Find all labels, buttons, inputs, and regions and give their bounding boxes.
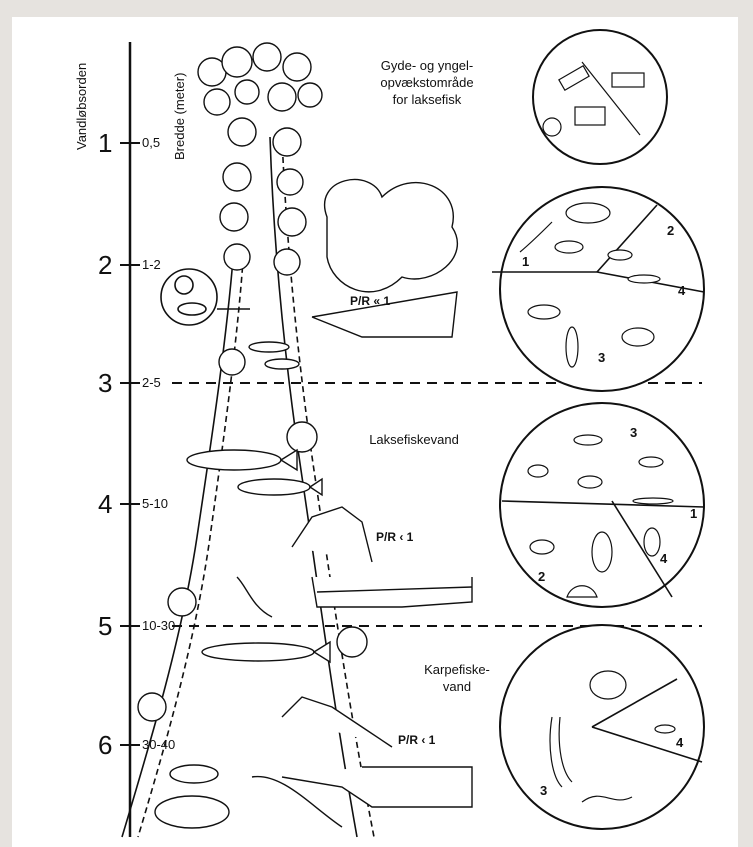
zone-salmon-title: Laksefiskevand: [354, 431, 474, 448]
circle-zone-2: [500, 403, 704, 607]
circle2-seg-4: 4: [660, 551, 667, 566]
stream-order-1: 1: [98, 130, 112, 156]
pr-label-2: P/R ‹ 1: [376, 530, 413, 544]
reeds-1: [292, 507, 372, 562]
invertebrate-circles: [500, 30, 704, 829]
width-4: 5-10: [142, 497, 168, 511]
width-5: 10-30: [142, 619, 175, 633]
stream-order-4: 4: [98, 491, 112, 517]
reeds-2: [282, 697, 392, 747]
forest-trees: [325, 180, 458, 292]
pike: [202, 643, 314, 661]
trout-1: [187, 450, 281, 470]
width-6: 30-40: [142, 738, 175, 752]
lowland-bank: [282, 767, 472, 807]
circle1-seg-1: 1: [522, 254, 529, 269]
diagram-canvas: Vandløbsorden Bredde (meter) 1 2 3 4 5 6…: [12, 17, 738, 847]
mussel: [590, 671, 626, 699]
juvenile-fish-2: [265, 359, 299, 369]
stream-order-2: 2: [98, 252, 112, 278]
width-1: 0,5: [142, 136, 160, 150]
circle1-seg-3: 3: [598, 350, 605, 365]
circle3-seg-3: 3: [540, 783, 547, 798]
stream-order-5: 5: [98, 613, 112, 639]
stream-order-6: 6: [98, 732, 112, 758]
juvenile-fish-1: [249, 342, 289, 352]
circle-fpom: [533, 30, 667, 164]
trout-2: [238, 479, 310, 495]
circle1-seg-4: 4: [678, 283, 685, 298]
organic-matter-inset: [161, 269, 250, 325]
carp: [155, 796, 229, 828]
pr-label-1: P/R « 1: [350, 294, 390, 308]
eel-1: [237, 577, 272, 617]
circle2-seg-2: 2: [538, 569, 545, 584]
stream-order-3: 3: [98, 370, 112, 396]
perch: [170, 765, 218, 783]
circle2-seg-1: 1: [690, 506, 697, 521]
zone-spawning-title: Gyde- og yngel- opvækstområde for laksef…: [357, 57, 497, 108]
bank-sections: [282, 180, 472, 807]
circle2-seg-3: 3: [630, 425, 637, 440]
stream-order-axis-title: Vandløbsorden: [74, 63, 89, 150]
width-axis-title: Bredde (meter): [172, 73, 187, 160]
width-2: 1-2: [142, 258, 161, 272]
width-3: 2-5: [142, 376, 161, 390]
pr-label-3: P/R ‹ 1: [398, 733, 435, 747]
zone-carp-title: Karpefiske- vand: [422, 661, 492, 695]
circle1-seg-2: 2: [667, 223, 674, 238]
circle3-seg-4: 4: [676, 735, 683, 750]
